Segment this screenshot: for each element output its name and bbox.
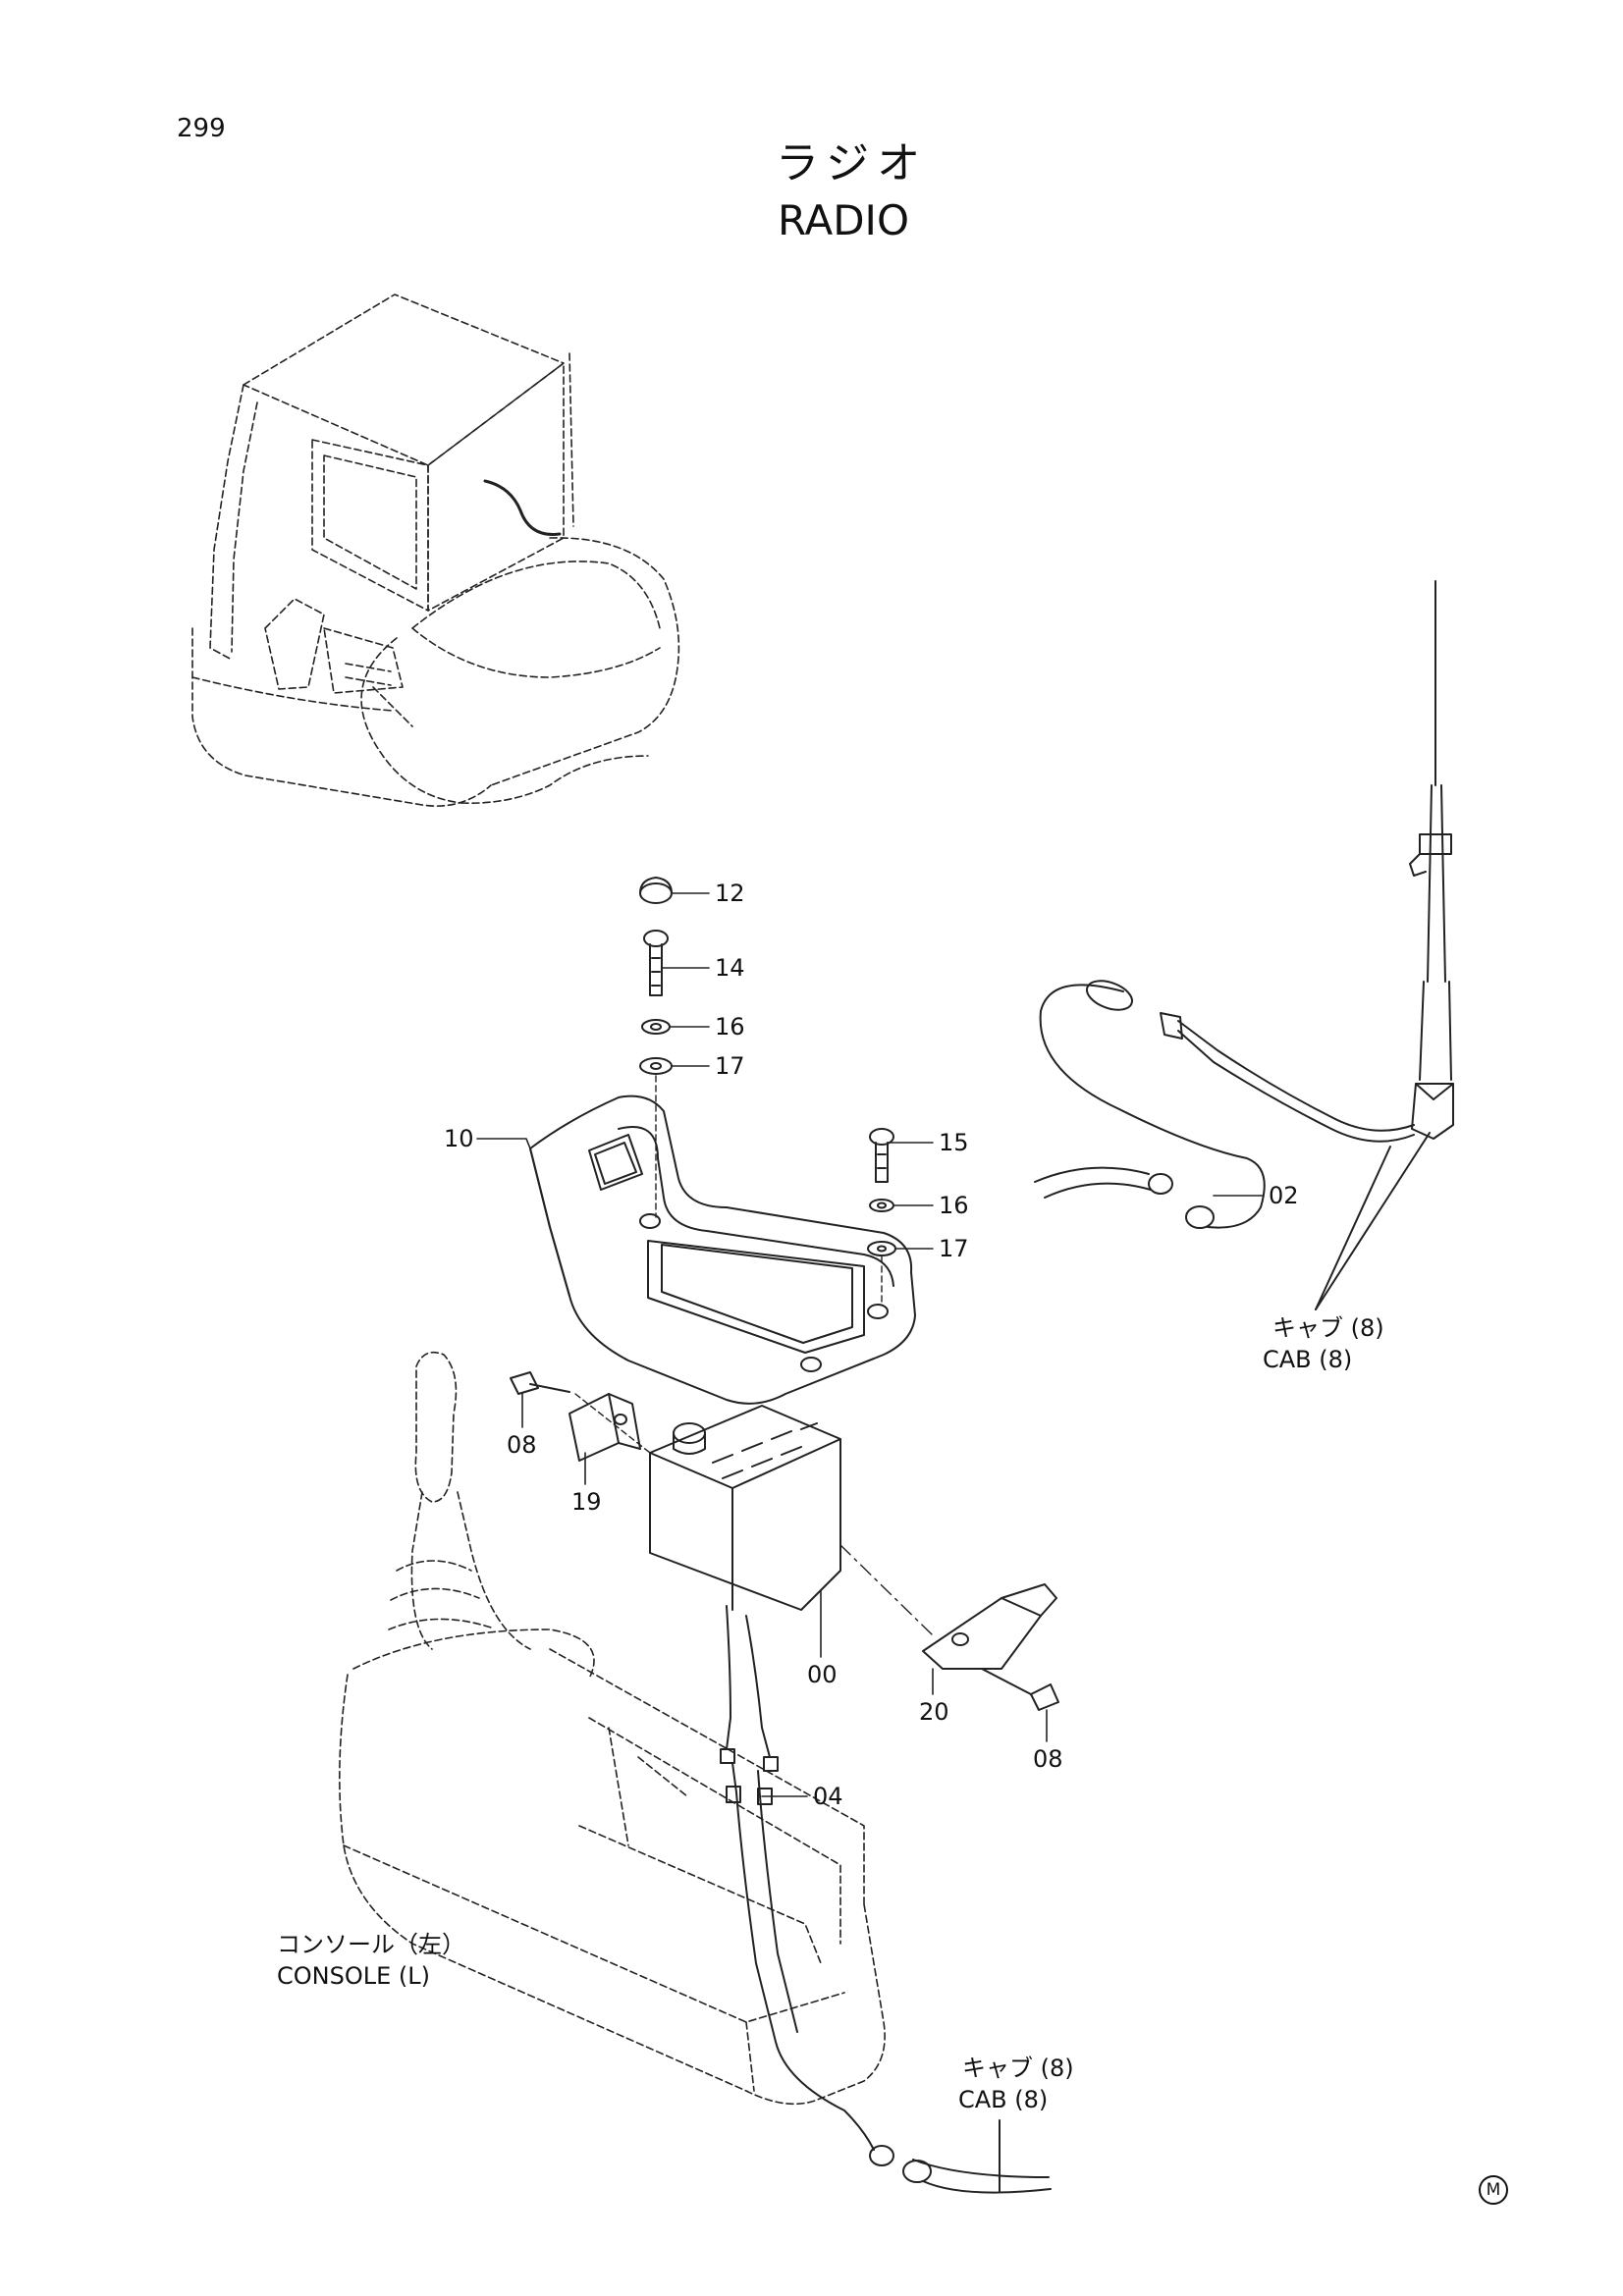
callout-16-b: 16 — [939, 1192, 969, 1219]
callout-08-b: 08 — [1033, 1745, 1063, 1773]
callout-16: 16 — [715, 1013, 745, 1041]
radio-unit-part — [510, 1371, 1059, 1772]
callout-19: 19 — [571, 1488, 602, 1516]
callout-08: 08 — [507, 1431, 537, 1459]
note-cab-lower-ja: キャブ (8) — [962, 2055, 1074, 2082]
harness-04 — [731, 1762, 875, 2151]
note-console-ja: コンソール（左） — [277, 1931, 465, 1958]
note-cab-upper-ja: キャブ (8) — [1272, 1314, 1384, 1342]
antenna-assembly — [1034, 580, 1454, 1310]
callout-02: 02 — [1269, 1182, 1299, 1209]
callout-10: 10 — [444, 1125, 474, 1152]
title-japanese: ラジオ — [776, 138, 929, 188]
note-console-en: CONSOLE (L) — [277, 1962, 430, 1990]
note-cab-lower-en: CAB (8) — [958, 2086, 1049, 2113]
corner-circled-mark: M — [1479, 2175, 1508, 2205]
console-left-illustration — [339, 1351, 886, 2106]
callout-12: 12 — [715, 880, 745, 907]
excavator-cab-illustration — [191, 294, 680, 807]
leader-lines — [476, 892, 1264, 1797]
callout-17: 17 — [715, 1052, 745, 1080]
callout-00: 00 — [807, 1661, 838, 1688]
note-cab-upper-en: CAB (8) — [1263, 1346, 1353, 1373]
callout-20: 20 — [919, 1698, 949, 1726]
callout-17-b: 17 — [939, 1235, 969, 1262]
callout-04: 04 — [813, 1783, 843, 1810]
console-cover-part — [529, 1095, 916, 1405]
callout-14: 14 — [715, 954, 745, 982]
title-english: RADIO — [778, 196, 909, 244]
right-hardware-stack — [867, 1128, 896, 1307]
upper-hardware-stack — [639, 877, 673, 1218]
callout-15: 15 — [939, 1129, 969, 1156]
page-number: 299 — [177, 114, 226, 143]
